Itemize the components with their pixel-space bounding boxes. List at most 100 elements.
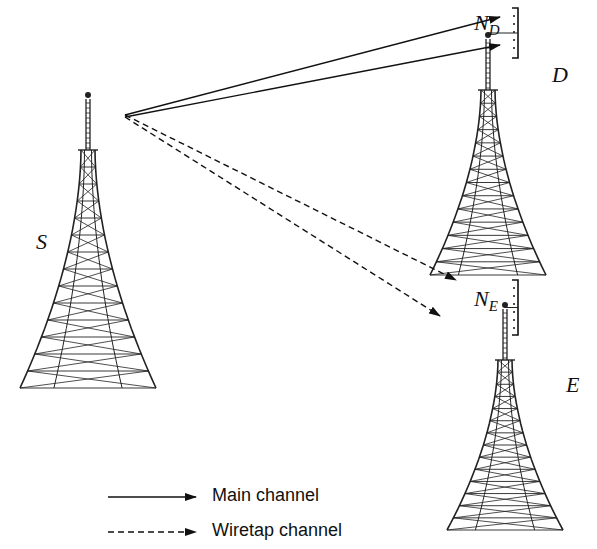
antenna-dot — [85, 92, 91, 98]
lattice-strut — [478, 116, 497, 129]
lattice-strut — [80, 150, 95, 167]
lattice-strut — [448, 235, 534, 248]
lattice-strut — [81, 150, 96, 167]
lattice-strut — [495, 384, 514, 396]
mast-rung — [86, 143, 90, 144]
lattice-strut — [447, 518, 557, 530]
lattice-strut — [68, 252, 113, 269]
lattice-strut — [483, 445, 526, 446]
lattice-strut — [479, 457, 535, 469]
antenna-label: NE — [474, 286, 498, 315]
antenna-array-node: NE — [468, 276, 518, 338]
lattice-strut — [20, 371, 148, 388]
lattice-strut — [470, 156, 503, 169]
array-dot — [513, 311, 515, 313]
mast-rung — [86, 138, 90, 139]
source-tower: S — [20, 225, 60, 261]
mast-rung — [503, 343, 507, 344]
lattice-strut — [478, 129, 498, 130]
lattice-strut — [495, 396, 518, 408]
lattice-strut — [48, 320, 135, 337]
lattice-strut — [59, 269, 113, 286]
tower-symbol — [430, 32, 546, 275]
lattice-strut — [442, 248, 533, 249]
lattice-strut — [462, 196, 518, 209]
lattice-strut — [453, 222, 523, 223]
lattice-strut — [483, 433, 523, 445]
lattice-strut — [476, 143, 503, 156]
mast-rung — [86, 128, 90, 129]
mast-rung — [86, 118, 90, 119]
mast-rung — [503, 353, 507, 354]
lattice-strut — [487, 421, 520, 433]
lattice-strut — [493, 408, 518, 409]
lattice-strut — [77, 201, 101, 218]
lattice-strut — [498, 360, 512, 372]
lattice-strut — [459, 506, 556, 518]
lattice-strut — [53, 303, 128, 320]
lattice-strut — [28, 371, 149, 372]
lattice-strut — [80, 167, 96, 184]
lattice-strut — [466, 183, 513, 196]
array-dot — [513, 303, 515, 305]
lattice-strut — [462, 195, 513, 196]
lattice-strut — [453, 222, 528, 235]
array-dot — [513, 23, 515, 25]
array-dot — [513, 47, 515, 49]
lattice-strut — [479, 457, 530, 458]
array-dot — [513, 327, 515, 329]
lattice-strut — [53, 303, 122, 304]
mast-rung — [86, 108, 90, 109]
main-channel-arrow — [125, 45, 500, 117]
legend-text: Wiretap channel — [212, 520, 342, 541]
mast-rung — [486, 73, 490, 74]
wiretap-channel-arrow — [125, 117, 440, 316]
lattice-strut — [476, 142, 501, 143]
lattice-strut — [28, 354, 142, 371]
tower-label: D — [552, 62, 568, 88]
lattice-strut — [466, 169, 506, 182]
lattice-strut — [59, 286, 118, 287]
lattice-strut — [63, 252, 108, 269]
lattice-strut — [79, 184, 99, 201]
mast-rung — [486, 63, 490, 64]
lattice-strut — [479, 103, 495, 116]
lattice-strut — [466, 182, 509, 183]
lattice-strut — [63, 269, 112, 270]
lattice-strut — [48, 303, 123, 320]
lattice-strut — [496, 372, 512, 384]
lattice-strut — [473, 143, 500, 156]
lattice-strut — [465, 494, 551, 506]
mast-rung — [503, 318, 507, 319]
antenna-array-node: ND — [468, 4, 518, 62]
legend-sample — [108, 531, 196, 532]
lattice-strut — [41, 337, 141, 354]
antenna-array — [488, 8, 518, 58]
lattice-strut — [458, 208, 518, 209]
lattice-strut — [496, 384, 515, 396]
mast-rung — [503, 328, 507, 329]
lattice-strut — [448, 235, 528, 236]
mast-rung — [486, 58, 490, 59]
lattice-strut — [68, 252, 109, 253]
mast-line — [485, 39, 486, 90]
lattice-strut — [473, 156, 503, 157]
lattice-strut — [475, 469, 540, 481]
lattice-strut — [498, 360, 512, 372]
lattice-strut — [481, 90, 495, 103]
antenna-array — [505, 280, 518, 335]
lattice-strut — [479, 116, 498, 129]
lattice-strut — [493, 396, 516, 408]
lattice-strut — [498, 372, 514, 384]
lattice-strut — [442, 235, 528, 248]
mast-line — [85, 99, 86, 150]
lattice-strut — [77, 184, 97, 201]
mast-rung — [486, 68, 490, 69]
lattice-strut — [458, 209, 523, 222]
lattice-strut — [436, 249, 533, 262]
lattice-strut — [53, 286, 117, 303]
mast-rung — [503, 358, 507, 359]
lattice-strut — [20, 388, 156, 389]
